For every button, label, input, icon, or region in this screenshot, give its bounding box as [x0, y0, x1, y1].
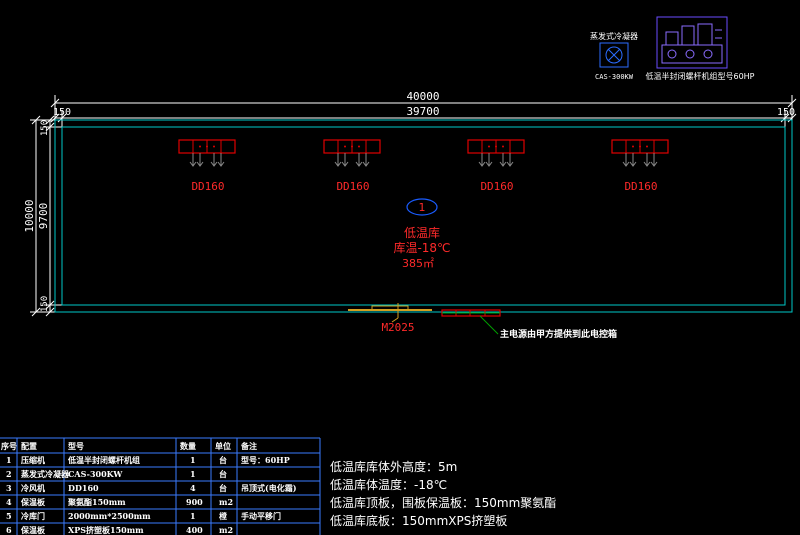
control-box	[441, 309, 501, 335]
dim-inner-length: 39700	[406, 105, 439, 118]
table-cell: 4	[190, 483, 196, 493]
room-number: 1	[419, 201, 426, 214]
table-cell: 聚氨酯150mm	[67, 497, 126, 507]
table-cell: 6	[6, 525, 12, 535]
table-header-no: 序号	[1, 441, 17, 451]
table-header-qty: 数量	[180, 441, 196, 451]
table-cell: CAS-300KW	[68, 469, 123, 479]
compressor-unit-legend: 低温半封闭螺杆机组型号60HP	[645, 16, 755, 81]
note-height: 低温库库体外高度：5m	[330, 459, 457, 474]
table-cell: 保温板	[20, 525, 46, 535]
dim-wall-top: 150	[40, 120, 50, 136]
cooler-label-1: DD160	[191, 180, 224, 193]
equipment-table	[0, 437, 321, 535]
compressor-unit-icon	[656, 16, 728, 69]
dim-inner-width: 9700	[37, 203, 50, 230]
dim-wall-left: 150	[53, 107, 71, 118]
table-cell: 樘	[219, 511, 227, 521]
cooler-label-4: DD160	[624, 180, 657, 193]
note-floor-panel: 低温库底板：150mmXPS挤塑板	[330, 513, 507, 528]
room-label: 1 低温库 库温-18℃ 385㎡	[393, 198, 451, 270]
table-cell: 1	[190, 511, 196, 521]
dim-wall-right: 150	[777, 107, 795, 118]
evaporative-condenser-legend: 蒸发式冷凝器 CAS-300KW	[590, 31, 638, 81]
room-walls	[54, 119, 793, 313]
power-note: 主电源由甲方提供到此电控箱	[500, 328, 617, 340]
dim-total-width: 10000	[23, 199, 36, 232]
table-cell: 台	[219, 469, 227, 479]
cooler-label-2: DD160	[336, 180, 369, 193]
table-cell: 400	[186, 525, 203, 535]
table-header-unit: 单位	[215, 441, 231, 451]
table-cell: 900	[186, 497, 203, 507]
table-header-config: 配置	[21, 441, 37, 451]
table-header-model: 型号	[68, 441, 84, 451]
inner-wall	[61, 126, 786, 306]
air-cooler-1	[178, 139, 236, 167]
cooler-label-3: DD160	[480, 180, 513, 193]
dim-total-length: 40000	[406, 90, 439, 103]
door	[348, 303, 432, 323]
room-name: 低温库	[404, 225, 440, 240]
table-cell: 吊顶式(电化霜)	[241, 483, 297, 493]
table-cell: 2	[6, 469, 12, 479]
table-cell: 型号：60HP	[241, 455, 290, 465]
table-cell: 蒸发式冷凝器	[21, 469, 70, 479]
table-cell: 1	[6, 455, 12, 465]
room-temperature: 库温-18℃	[393, 240, 450, 255]
note-wall-panel: 低温库顶板，围板保温板：150mm聚氨酯	[330, 495, 556, 510]
door-label: M2025	[381, 321, 414, 334]
air-cooler-3	[467, 139, 525, 167]
outer-wall	[54, 119, 793, 313]
table-cell: m2	[219, 497, 233, 507]
table-cell: m2	[219, 525, 233, 535]
table-header-remark: 备注	[240, 441, 257, 451]
table-cell: 压缩机	[21, 455, 45, 465]
table-cell: 冷风机	[21, 483, 45, 493]
condenser-model: CAS-300KW	[595, 73, 634, 81]
dim-wall-bottom: 150	[40, 296, 50, 312]
table-cell: 台	[219, 455, 227, 465]
leader-line	[479, 315, 499, 335]
condenser-label: 蒸发式冷凝器	[590, 31, 638, 41]
table-cell: 冷库门	[21, 511, 45, 521]
table-cell: 1	[190, 455, 196, 465]
table-cell: 低温半封闭螺杆机组	[67, 455, 140, 465]
air-cooler-2	[323, 139, 381, 167]
table-cell: 手动平移门	[241, 511, 281, 521]
table-cell: 3	[6, 483, 12, 493]
compressor-unit-label: 低温半封闭螺杆机组型号60HP	[645, 71, 754, 81]
fan-circle-icon	[605, 46, 623, 64]
table-cell: DD160	[68, 483, 99, 493]
air-cooler-4	[611, 139, 669, 167]
table-cell: XPS挤塑板150mm	[68, 525, 144, 535]
table-cell: 5	[6, 511, 12, 521]
room-number-ellipse	[406, 198, 438, 216]
table-cell: 1	[190, 469, 196, 479]
table-cell: 2000mm*2500mm	[68, 511, 151, 521]
table-cell: 台	[219, 483, 227, 493]
room-area: 385㎡	[402, 257, 434, 270]
table-cell: 保温板	[20, 497, 46, 507]
note-temperature: 低温库体温度：-18℃	[330, 477, 447, 492]
condenser-icon	[599, 42, 629, 68]
table-cell: 4	[6, 497, 12, 507]
